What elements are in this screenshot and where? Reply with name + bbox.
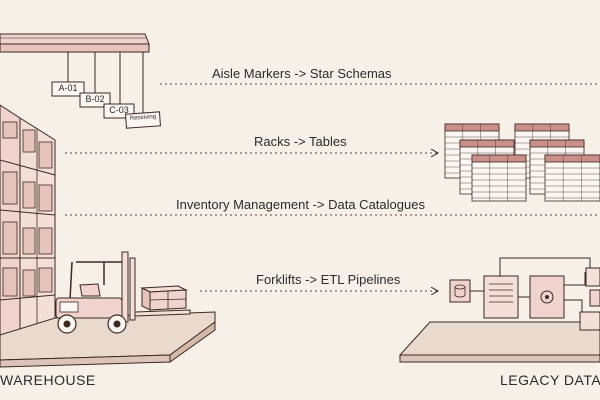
overhead-beam (0, 33, 150, 53)
forklift (55, 251, 191, 334)
caption-legacy-data: LEGACY DATA W (500, 372, 600, 388)
aisle-sign-b02: B-02 (85, 94, 105, 104)
caption-warehouse: WAREHOUSE (0, 372, 96, 388)
mapping-label-inventory: Inventory Management -> Data Catalogues (174, 197, 427, 212)
etl-pipeline (449, 257, 600, 331)
mapping-label-racks: Racks -> Tables (252, 134, 349, 149)
aisle-sign-c03: C-03 (109, 105, 129, 115)
data-table-icon (544, 154, 600, 202)
warehouse-floor (0, 311, 216, 368)
connector-lines (65, 83, 600, 291)
mapping-label-aisle-markers: Aisle Markers -> Star Schemas (210, 66, 394, 81)
aisle-signs (51, 52, 161, 129)
aisle-sign-a01: A-01 (58, 83, 78, 93)
data-floor (398, 321, 600, 363)
data-tables (444, 123, 600, 202)
data-table-icon (471, 154, 527, 202)
mapping-label-forklifts: Forklifts -> ETL Pipelines (254, 272, 403, 287)
warehouse-racks (0, 104, 56, 336)
